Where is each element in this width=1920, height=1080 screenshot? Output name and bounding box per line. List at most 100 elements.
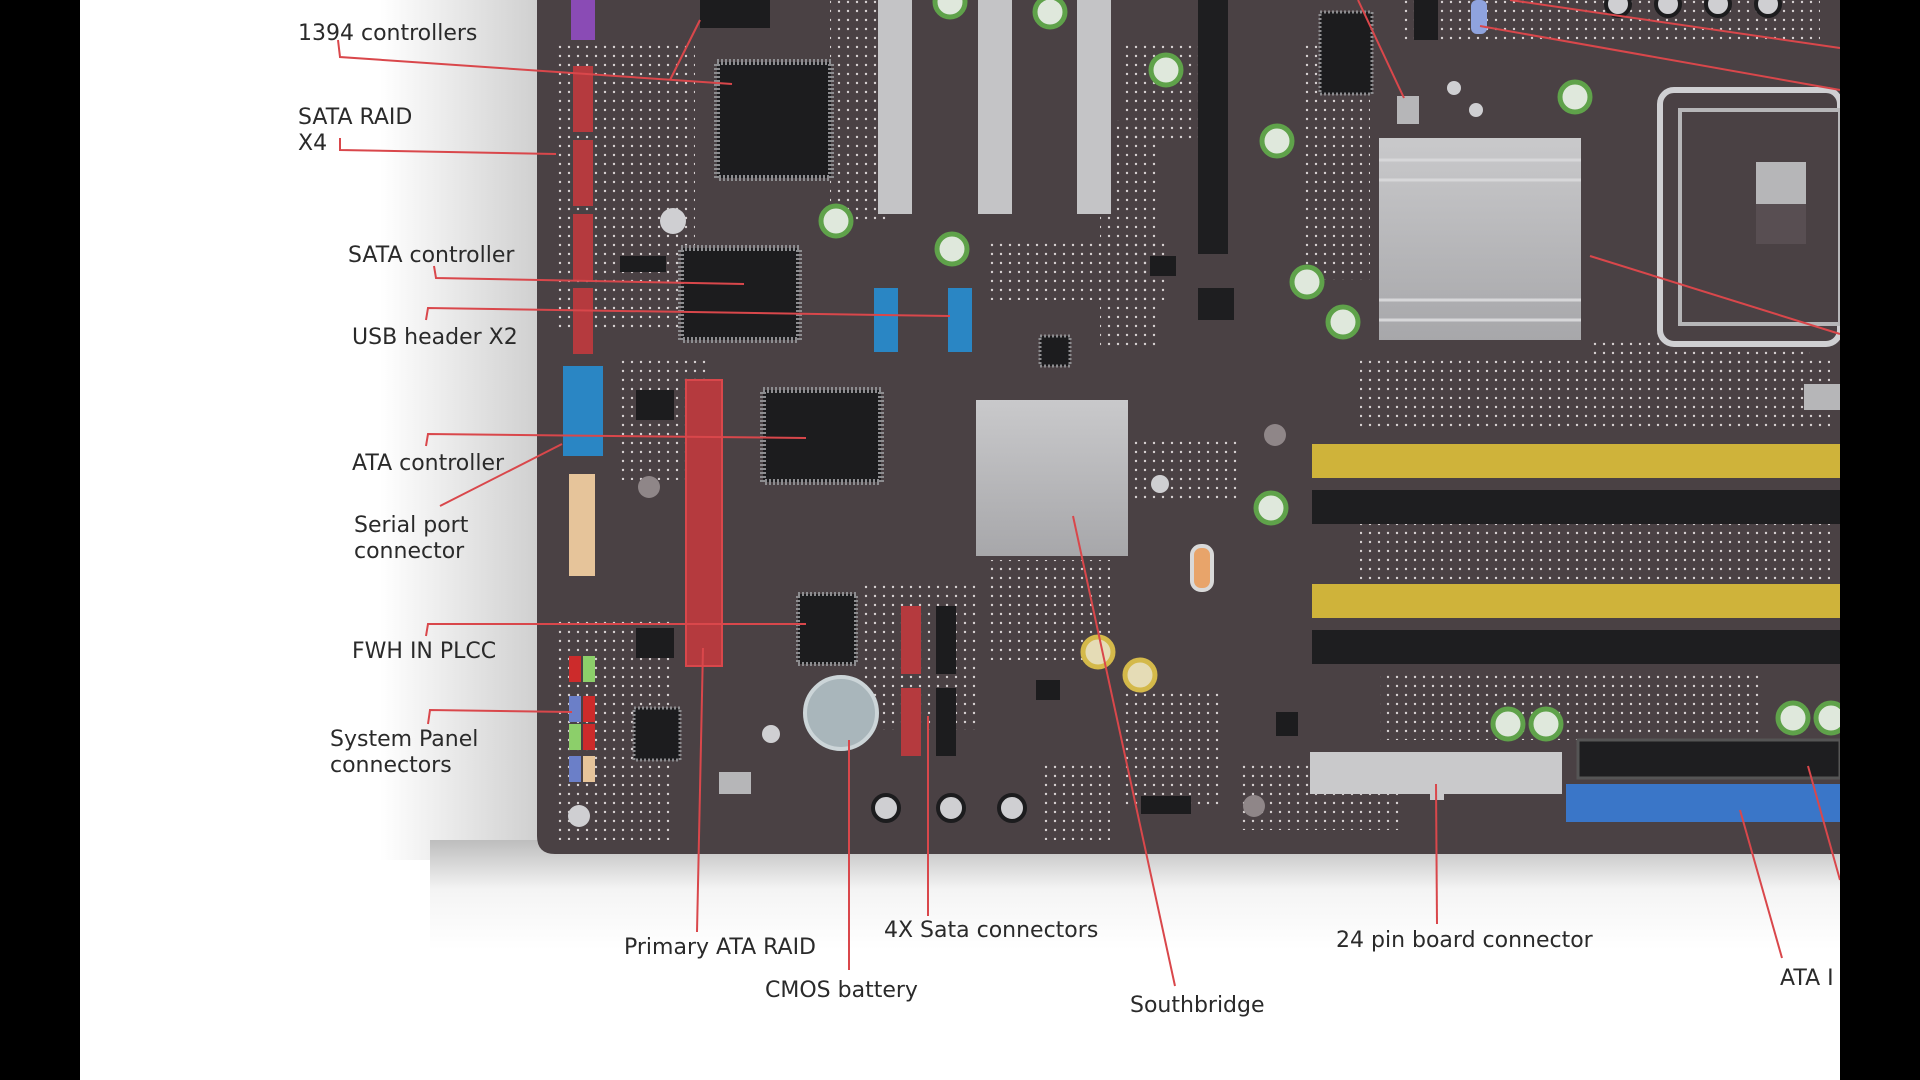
capacitor	[932, 0, 968, 20]
capacitor	[934, 231, 970, 267]
primary-ata-connector	[685, 379, 723, 667]
pci-slot	[978, 0, 1012, 214]
inductor	[1190, 544, 1214, 592]
label-firewire: 1394 controllers	[298, 21, 477, 46]
leader-ata-controller	[425, 432, 807, 447]
capacitor	[1032, 0, 1068, 30]
right-black-bar	[1840, 0, 1920, 1080]
mount-hole	[871, 793, 901, 823]
capacitor-yellow	[1080, 634, 1116, 670]
board-shadow-bottom	[430, 840, 1840, 950]
mount-hole	[1469, 103, 1483, 117]
left-black-bar	[0, 0, 80, 1080]
capacitor	[1490, 706, 1526, 742]
small-chip	[1036, 680, 1060, 700]
motherboard	[537, 0, 1849, 854]
leader-sata-controller	[433, 265, 745, 285]
sata-connector	[936, 606, 956, 674]
system-panel-pin	[569, 724, 581, 750]
mount-hole	[660, 208, 686, 234]
capacitor	[1775, 700, 1811, 736]
small-part	[1804, 384, 1840, 410]
mount-hole	[762, 725, 780, 743]
capacitor	[1528, 706, 1564, 742]
dimm-slot-yellow	[1312, 444, 1840, 478]
sata-connector	[901, 688, 921, 756]
small-chip	[636, 628, 674, 658]
small-chip	[636, 390, 674, 420]
label-system-panel: System Panel	[330, 727, 478, 752]
leader-firewire-2	[669, 19, 701, 81]
label-usb-header: USB header X2	[352, 325, 518, 350]
label-sata-raid-x4: X4	[298, 131, 327, 156]
trace-area	[1040, 760, 1110, 840]
clock-chip	[1318, 10, 1374, 96]
system-panel-pin	[569, 696, 581, 722]
trace-area	[1380, 670, 1760, 740]
firewire-controller	[714, 59, 834, 181]
small-part	[719, 772, 751, 794]
leader-usb-header	[425, 306, 951, 321]
leader-top-2	[1479, 25, 1841, 91]
label-sata-raid: SATA RAID	[298, 105, 412, 130]
board-shadow-left	[380, 0, 540, 860]
capacitor-yellow	[1122, 657, 1158, 693]
capacitor	[1557, 79, 1593, 115]
system-panel-pin	[583, 656, 595, 682]
leader-top-1	[1509, 0, 1841, 49]
pcie-slot	[1198, 0, 1228, 254]
trace-area	[1120, 690, 1220, 810]
leader-sata-raid	[339, 138, 557, 155]
label-cmos: CMOS battery	[765, 978, 918, 1003]
small-part	[1397, 96, 1419, 124]
label-primary-ata: Primary ATA RAID	[624, 935, 816, 960]
fwh-plcc-chip	[796, 592, 858, 666]
cpu-socket-center	[1756, 204, 1806, 244]
label-sata-controller: SATA controller	[348, 243, 515, 268]
leader-atx24	[1435, 783, 1438, 925]
label-ata-controller: ATA controller	[352, 451, 505, 476]
usb-header	[874, 288, 898, 352]
capacitor	[1325, 304, 1361, 340]
sata-raid-port	[573, 66, 593, 132]
mount-hole	[1264, 424, 1286, 446]
capacitor	[1253, 490, 1289, 526]
leader-ata-ide	[1739, 809, 1783, 959]
black-header	[1414, 0, 1438, 40]
label-southbridge: Southbridge	[1130, 993, 1265, 1018]
capacitor	[1148, 52, 1184, 88]
pci-slot	[878, 0, 912, 214]
label-ata-ide: ATA I	[1780, 966, 1834, 991]
serial-port-header	[569, 474, 595, 576]
small-chip	[1150, 256, 1176, 276]
dimm-slot-black	[1312, 490, 1840, 524]
label-fwh: FWH IN PLCC	[352, 639, 496, 664]
sata-connector	[901, 606, 921, 674]
sata-raid-port	[573, 140, 593, 206]
trace-area	[1360, 520, 1830, 580]
crystal	[1471, 0, 1487, 34]
label-sata4x: 4X Sata connectors	[884, 918, 1098, 943]
northbridge-heatsink	[1379, 138, 1581, 340]
cmos-battery	[803, 675, 879, 751]
sata-raid-port	[573, 288, 593, 354]
pci-slot	[1077, 0, 1111, 214]
label-serial-port: Serial port	[354, 513, 469, 538]
mount-hole	[1654, 0, 1682, 18]
leader-southbridge	[1072, 515, 1176, 987]
usb-header-left	[563, 366, 603, 456]
mount-hole	[1754, 0, 1782, 18]
ata-controller-chip	[760, 387, 884, 485]
leader-northbridge	[1589, 255, 1841, 335]
small-chip	[1276, 712, 1298, 736]
leader-clock	[1357, 0, 1405, 99]
leader-fwh	[425, 623, 806, 637]
leader-lines	[337, 0, 1841, 987]
leader-ide-right	[1807, 765, 1841, 881]
mount-hole	[1704, 0, 1732, 18]
system-panel-pin	[583, 756, 595, 782]
trace-area	[1130, 440, 1240, 500]
usb-header	[948, 288, 972, 352]
system-panel-chip	[632, 706, 682, 762]
